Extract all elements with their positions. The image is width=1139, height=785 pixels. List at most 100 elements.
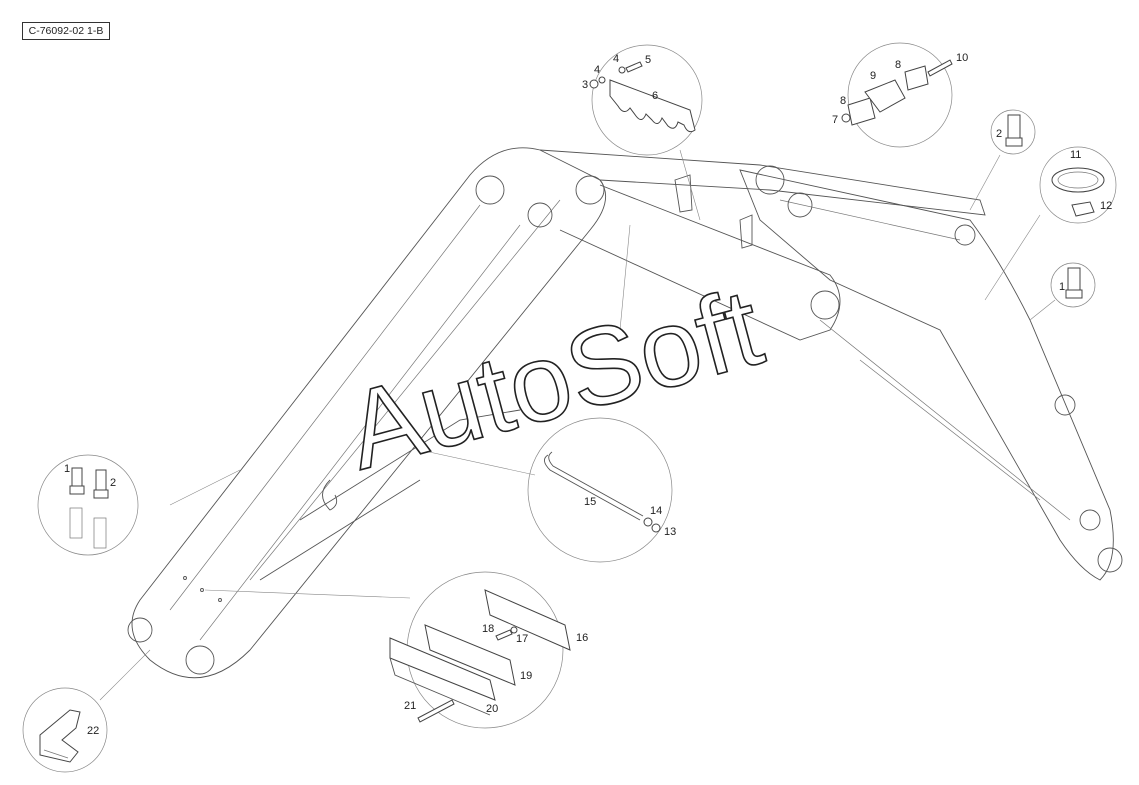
rod-part-15 [544, 454, 641, 521]
detail-pad [39, 709, 81, 763]
washer-part-4a [598, 76, 606, 84]
clamp-clip-part-12 [1071, 201, 1095, 217]
nut-part-13 [651, 523, 661, 533]
detail-pin-1-right [1065, 267, 1083, 299]
callout-circle-cable-bracket [591, 44, 703, 156]
callout-number-11: 11 [1070, 149, 1081, 161]
boom-hook-slot [322, 479, 338, 511]
leader-8 [99, 649, 151, 701]
bracket-part-20-side [389, 657, 491, 716]
boom-hole-1 [183, 576, 187, 580]
nut-part-7 [841, 113, 851, 123]
callout-number-12: 12 [1100, 200, 1112, 212]
callout-number-1-right: 1 [1059, 281, 1065, 293]
block-part-19 [424, 624, 516, 686]
boom-top-plate [539, 149, 986, 216]
boom-hole-3 [218, 598, 222, 602]
drawing-reference-code: C-76092-02 1-B [22, 22, 110, 40]
pin-boss-9 [1079, 509, 1101, 531]
leader-lines [99, 149, 1056, 701]
callout-circle-pin-1 [1050, 262, 1096, 308]
pin-boss-5 [787, 192, 813, 218]
pad-part-22-shade [43, 749, 69, 759]
callout-number-2-left: 2 [110, 477, 116, 489]
hose-clamp-part-11 [1051, 167, 1105, 193]
pin-boss-1 [475, 175, 505, 205]
bracket-part-20 [389, 637, 496, 701]
watermark-text: AutoSoft [334, 265, 773, 493]
rod-part-15-b [548, 451, 644, 517]
bolt-part-18 [495, 629, 513, 641]
leader-7 [204, 589, 411, 599]
detail-cable-bracket [589, 61, 696, 133]
leader-6 [419, 449, 536, 476]
leader-4 [969, 154, 1001, 211]
callout-number-14: 14 [650, 505, 662, 517]
pin-part-1-left-head [69, 485, 85, 495]
pin-part-2-top-head [1005, 137, 1023, 147]
boom-right-arm-inner [779, 199, 1071, 521]
callout-number-1-left: 1 [64, 463, 70, 475]
callout-number-9: 9 [870, 70, 876, 82]
callout-number-4b: 4 [613, 53, 619, 65]
bolt-part-5 [625, 61, 643, 73]
callout-number-6: 6 [652, 90, 658, 102]
clamp-plate-part-8a [847, 97, 876, 126]
callout-number-16: 16 [576, 632, 588, 644]
pin-boss-2 [575, 175, 605, 205]
pin-boss-6 [810, 290, 840, 320]
callout-number-22: 22 [87, 725, 99, 737]
pin-boss-4 [755, 165, 785, 195]
callout-number-21: 21 [404, 700, 416, 712]
nut-part-3 [589, 79, 599, 89]
callout-number-8b: 8 [895, 59, 901, 71]
callout-number-15: 15 [584, 496, 596, 508]
callout-number-18: 18 [482, 623, 494, 635]
boom-upper-arm [559, 184, 841, 341]
clamp-body-part-9 [864, 79, 906, 113]
bracket-tab-2 [739, 214, 753, 249]
callout-number-10: 10 [956, 52, 968, 64]
detail-pins-left [69, 467, 109, 549]
callout-number-19: 19 [520, 670, 532, 682]
callout-circle-clamp [847, 42, 953, 148]
callout-number-5: 5 [645, 54, 651, 66]
callout-number-17: 17 [516, 633, 528, 645]
bracket-tab-1 [674, 174, 693, 213]
boom-hole-2 [200, 588, 204, 592]
pin-part-2-top [1007, 114, 1021, 142]
cable-bracket-part-6 [609, 79, 696, 133]
hose-clamp-inner [1057, 171, 1099, 189]
callout-number-3: 3 [582, 79, 588, 91]
callout-circle-pad [22, 687, 108, 773]
leader-1 [679, 149, 701, 221]
callout-numbers: 3 4 4 5 6 7 8 9 8 10 2 11 12 1 1 2 15 14… [64, 52, 1112, 737]
pin-boss-11 [185, 645, 215, 675]
detail-clamp [841, 59, 953, 126]
bolt-part-21 [417, 699, 455, 723]
clamp-plate-part-8b [904, 65, 929, 91]
boom-assembly [127, 147, 1123, 679]
callout-number-8a: 8 [840, 95, 846, 107]
pin-boss-10 [1097, 547, 1123, 573]
callout-number-7: 7 [832, 114, 838, 126]
detail-block [389, 589, 571, 723]
callout-number-13: 13 [664, 526, 676, 538]
bolt-part-10 [927, 59, 953, 77]
detail-rod [544, 451, 661, 533]
boom-lower-arm-inner [169, 199, 561, 641]
callout-number-4a: 4 [594, 64, 600, 76]
pin-boss-3 [527, 202, 553, 228]
washer-part-17 [510, 626, 518, 634]
boom-right-arm [739, 169, 1114, 581]
callout-circle-rod [527, 417, 673, 563]
leader-2 [619, 224, 631, 331]
boom-lower-brace [259, 409, 521, 581]
callout-circle-pins-left [37, 454, 139, 556]
leader-5 [1029, 299, 1056, 321]
detail-hose-clamp [1051, 167, 1105, 217]
leader-3 [984, 214, 1041, 301]
pad-part-22 [39, 709, 81, 763]
pin-sleeve-2 [93, 517, 107, 549]
